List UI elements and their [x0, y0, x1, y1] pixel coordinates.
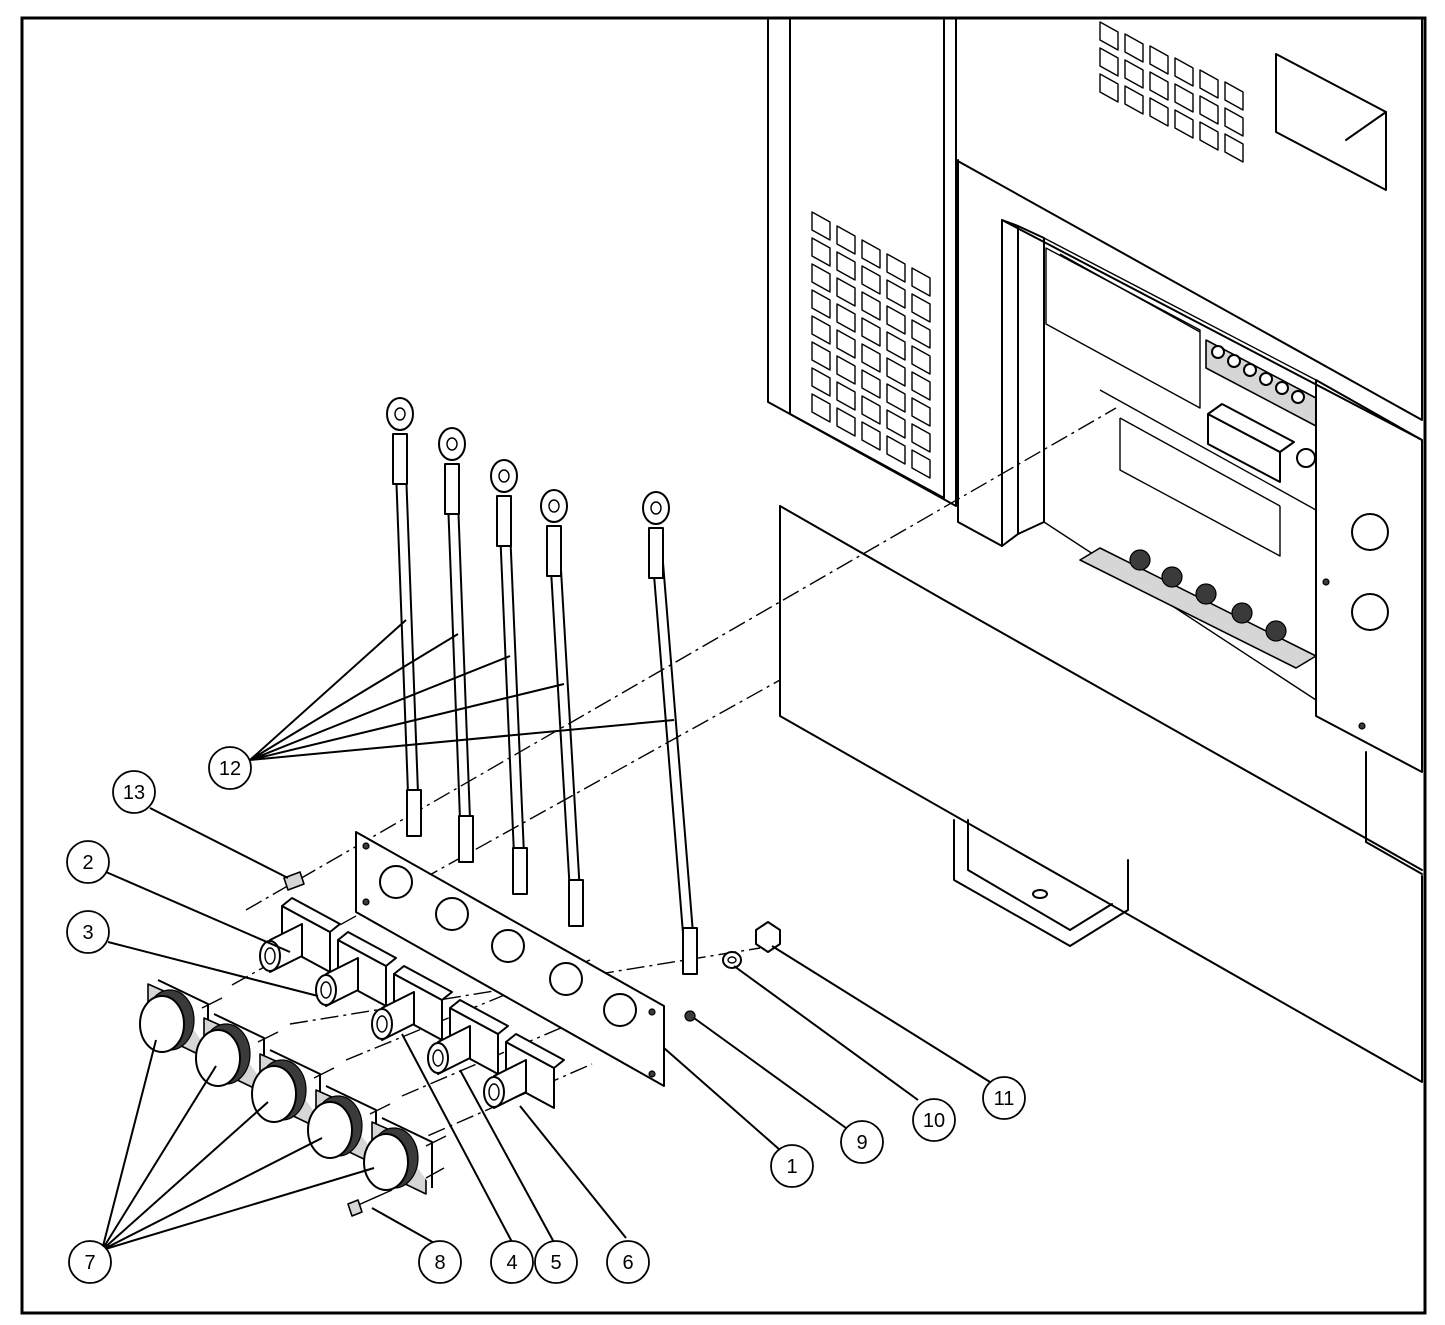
callout-6: 6 [606, 1240, 650, 1284]
callout-circle [66, 910, 110, 954]
generator-housing [767, 19, 1423, 1083]
stud-terminal-5 [427, 999, 509, 1075]
hardware [283, 871, 781, 1217]
callout-circle [840, 1120, 884, 1164]
callout-circle [112, 770, 156, 814]
leader-lines [101, 619, 991, 1251]
drawing-border [20, 16, 1427, 1315]
callout-13: 13 [112, 770, 156, 814]
callout-circle [982, 1076, 1026, 1120]
callout-circle [912, 1098, 956, 1142]
top-vent-grille [1099, 21, 1244, 163]
callout-circle [68, 1240, 112, 1284]
callout-2: 2 [66, 840, 110, 884]
callout-label: 7 [84, 1252, 95, 1274]
callout-circle [770, 1144, 814, 1188]
mounting-plate [355, 831, 665, 1087]
callout-label: 1 [786, 1156, 797, 1178]
callout-label: 4 [506, 1252, 517, 1274]
plug-connector-3 [251, 1049, 335, 1127]
callout-4: 4 [490, 1240, 534, 1284]
callout-circle [66, 840, 110, 884]
callout-label: 13 [123, 782, 145, 804]
callout-label: 9 [856, 1132, 867, 1154]
callout-label: 11 [994, 1088, 1015, 1110]
callout-8: 8 [418, 1240, 462, 1284]
stud-terminal-4 [371, 965, 453, 1041]
callout-3: 3 [66, 910, 110, 954]
callout-1: 1 [770, 1144, 814, 1188]
stud-terminal-3 [315, 931, 397, 1007]
stud-terminals [259, 897, 565, 1109]
plug-connector-5 [363, 1117, 447, 1195]
callout-7: 7 [68, 1240, 112, 1284]
callout-9: 9 [840, 1120, 884, 1164]
stud-terminal-2 [259, 897, 341, 973]
cable-4 [540, 489, 584, 927]
side-vent-grille [811, 211, 931, 479]
assembly-center-lines [231, 407, 1117, 1149]
cable-5 [642, 491, 698, 975]
callout-label: 2 [82, 852, 93, 874]
callout-10: 10 [912, 1098, 956, 1142]
callout-label: 12 [219, 758, 241, 780]
callout-12: 12 [208, 746, 252, 790]
callout-circle [418, 1240, 462, 1284]
callout-circle [490, 1240, 534, 1284]
callout-label: 10 [923, 1110, 945, 1132]
callout-11: 11 [982, 1076, 1026, 1120]
callout-label: 5 [550, 1252, 561, 1274]
stud-terminal-6 [483, 1033, 565, 1109]
cable-1 [386, 397, 422, 837]
callout-label: 3 [82, 922, 93, 944]
callout-label: 6 [622, 1252, 633, 1274]
callout-circle [534, 1240, 578, 1284]
cable-3 [490, 459, 528, 895]
callout-5: 5 [534, 1240, 578, 1284]
callout-label: 8 [434, 1252, 445, 1274]
plug-connector-1 [139, 979, 223, 1057]
cam-plug-connectors [139, 979, 447, 1195]
callout-circle [208, 746, 252, 790]
cable-assemblies [386, 397, 698, 975]
cable-2 [438, 427, 474, 863]
callout-circle [606, 1240, 650, 1284]
plug-connector-4 [307, 1085, 391, 1163]
